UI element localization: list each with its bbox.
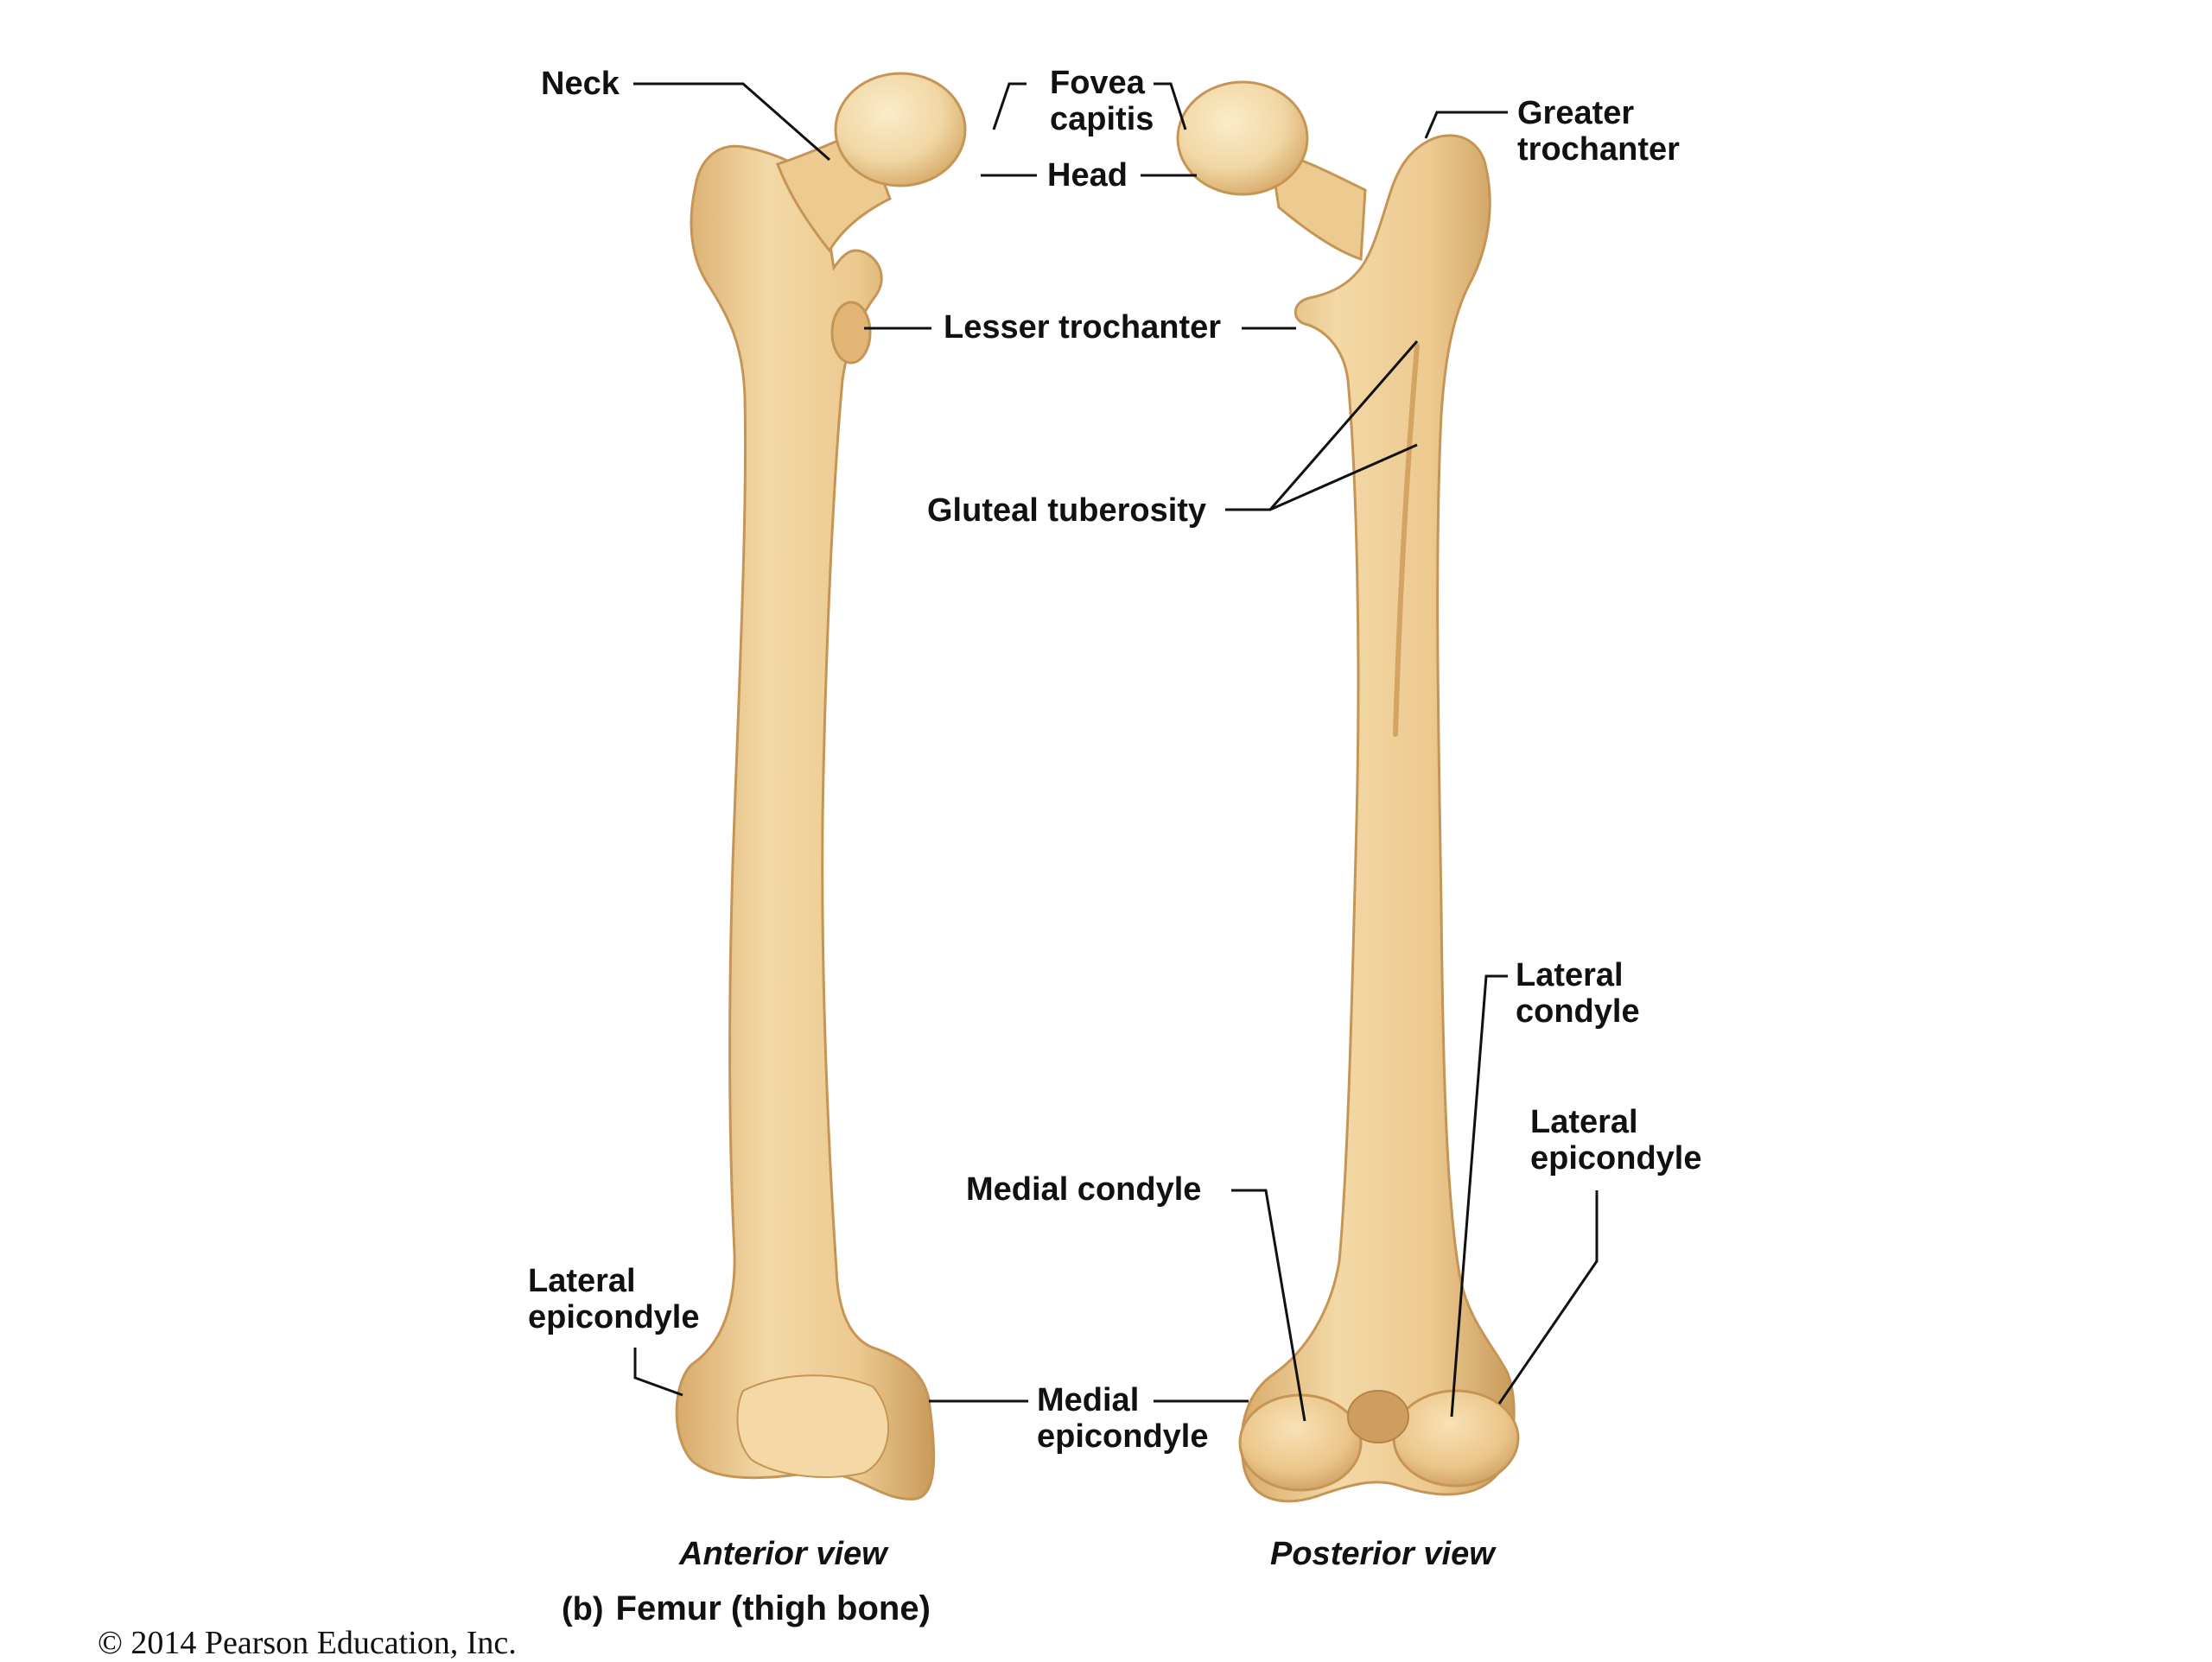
label-lateral-condyle-line1: Lateral xyxy=(1516,957,1624,993)
leader-lateral-epicondyle-ant xyxy=(633,1348,683,1397)
leader-greater-trochanter xyxy=(1424,111,1508,139)
label-lateral-epicondyle-posterior-line2: epicondyle xyxy=(1530,1140,1702,1177)
posterior-medial-condyle xyxy=(1238,1393,1363,1492)
label-lateral-epicondyle-anterior: Lateral epicondyle xyxy=(528,1263,700,1335)
anterior-view-title: Anterior view xyxy=(679,1536,887,1572)
label-medial-epicondyle: Medial epicondyle xyxy=(1037,1382,1209,1455)
posterior-femur xyxy=(1176,80,1520,1503)
figure-part-label: (b) xyxy=(562,1591,604,1627)
leader-medial-condyle xyxy=(1231,1189,1306,1422)
label-lateral-epicondyle-posterior: Lateral epicondyle xyxy=(1530,1104,1702,1177)
anterior-femur xyxy=(675,72,967,1500)
label-lateral-condyle: Lateral condyle xyxy=(1516,957,1640,1030)
leader-lateral-epicondyle-post xyxy=(1497,1190,1599,1405)
figure-title: Femur (thigh bone) xyxy=(615,1589,931,1627)
leader-fovea-left xyxy=(992,82,1027,130)
label-fovea-capitis-line1: Fovea xyxy=(1050,65,1145,101)
leader-fovea-right xyxy=(1154,82,1187,130)
posterior-view-title: Posterior view xyxy=(1270,1536,1495,1572)
posterior-femur-head xyxy=(1176,80,1309,196)
label-gluteal-tuberosity: Gluteal tuberosity xyxy=(927,492,1207,529)
anterior-femur-body xyxy=(675,144,936,1500)
anterior-femur-head xyxy=(834,72,967,187)
copyright-notice: © 2014 Pearson Education, Inc. xyxy=(98,1625,517,1661)
label-medial-epicondyle-line1: Medial xyxy=(1037,1382,1140,1418)
label-lateral-epicondyle-anterior-line2: epicondyle xyxy=(528,1299,700,1335)
label-fovea-capitis-line2: capitis xyxy=(1050,101,1154,137)
posterior-lateral-condyle xyxy=(1392,1389,1520,1488)
label-lesser-trochanter: Lesser trochanter xyxy=(944,309,1222,346)
label-head: Head xyxy=(1047,157,1128,193)
label-lateral-condyle-line2: condyle xyxy=(1516,993,1640,1030)
intercondylar-fossa xyxy=(1347,1390,1409,1443)
label-medial-epicondyle-line2: epicondyle xyxy=(1037,1418,1209,1455)
anterior-patellar-surface xyxy=(736,1374,890,1478)
posterior-femur-body xyxy=(1240,134,1516,1503)
gluteal-tuberosity-ridge xyxy=(1393,343,1420,737)
label-greater-trochanter: Greater trochanter xyxy=(1517,95,1680,168)
figure-caption: (b) Femur (thigh bone) xyxy=(562,1589,931,1628)
leader-neck xyxy=(633,82,830,162)
label-lateral-epicondyle-anterior-line1: Lateral xyxy=(528,1263,636,1299)
label-greater-trochanter-line2: trochanter xyxy=(1517,131,1680,168)
label-fovea-capitis: Fovea capitis xyxy=(1050,65,1154,137)
anterior-lesser-trochanter xyxy=(830,301,872,365)
leader-gluteal-lower xyxy=(1269,443,1418,511)
label-medial-condyle: Medial condyle xyxy=(966,1171,1202,1208)
label-neck: Neck xyxy=(541,66,620,102)
leader-lateral-condyle xyxy=(1450,974,1508,1418)
leader-lines xyxy=(633,82,1599,1422)
label-lateral-epicondyle-posterior-line1: Lateral xyxy=(1530,1104,1638,1140)
label-greater-trochanter-line1: Greater xyxy=(1517,95,1635,131)
